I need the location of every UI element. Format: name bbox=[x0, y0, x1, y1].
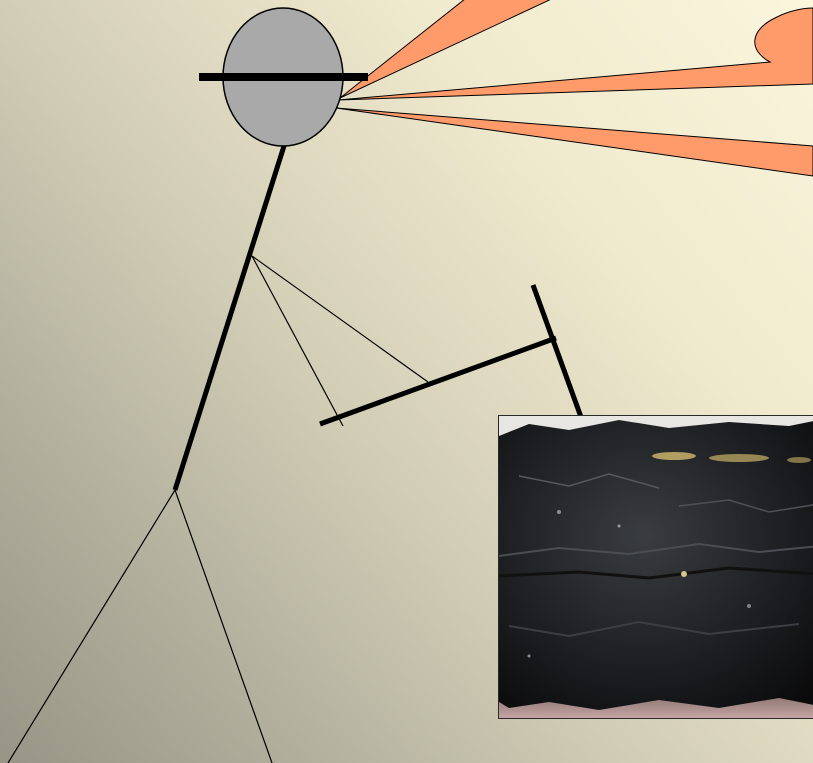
forearm-thin bbox=[252, 256, 343, 426]
speech-beams bbox=[336, 0, 813, 176]
pick-handle bbox=[320, 338, 556, 424]
pick-tool bbox=[320, 285, 585, 428]
coal-photo bbox=[498, 415, 813, 719]
pick-head bbox=[533, 285, 585, 428]
upper-arm-thin bbox=[252, 256, 428, 382]
stick-figure bbox=[8, 8, 428, 763]
body bbox=[175, 146, 284, 490]
right-leg bbox=[175, 490, 272, 763]
left-leg bbox=[8, 490, 175, 763]
coal-image bbox=[499, 416, 813, 719]
speech-beam-lower bbox=[336, 108, 813, 176]
